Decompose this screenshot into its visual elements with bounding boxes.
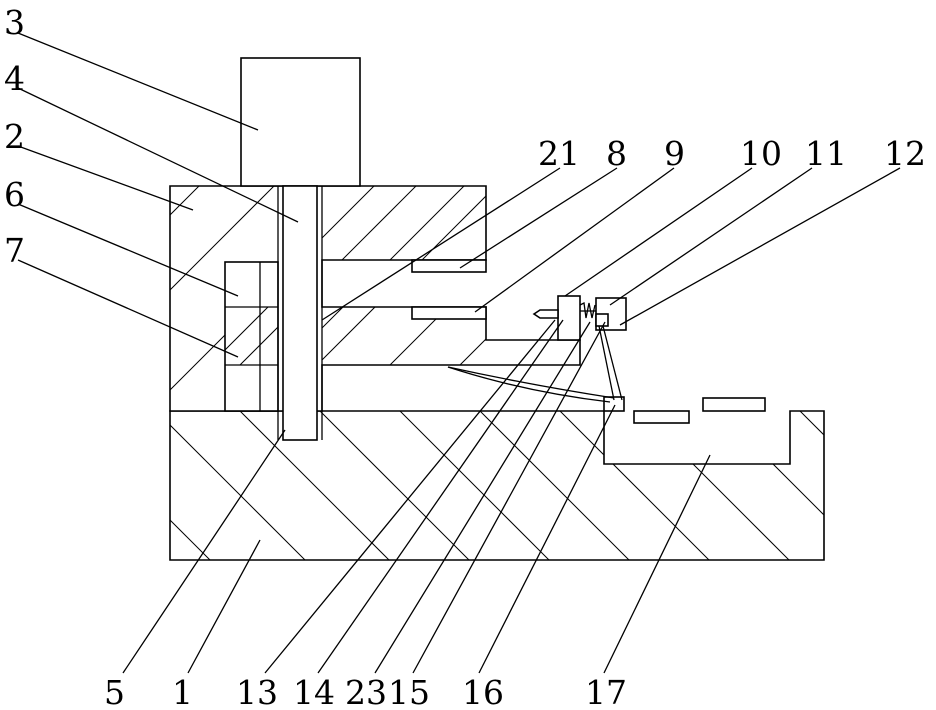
label-6: 6 <box>4 175 25 214</box>
label-13: 13 <box>236 673 278 710</box>
slider-6-7 <box>225 262 278 411</box>
label-10: 10 <box>740 134 782 173</box>
label-23: 23 <box>345 673 387 710</box>
label-4: 4 <box>4 59 25 98</box>
recess-17 <box>604 397 765 423</box>
label-21: 21 <box>538 134 580 173</box>
label-8: 8 <box>606 134 627 173</box>
label-11: 11 <box>805 134 847 173</box>
label-15: 15 <box>388 673 430 710</box>
label-12: 12 <box>884 134 926 173</box>
label-1: 1 <box>172 673 193 710</box>
label-5: 5 <box>104 673 125 710</box>
label-17: 17 <box>585 673 627 710</box>
label-3: 3 <box>4 3 25 42</box>
label-2: 2 <box>4 117 25 156</box>
shaft-4 <box>278 186 322 440</box>
label-16: 16 <box>462 673 504 710</box>
label-7: 7 <box>4 231 25 270</box>
label-14: 14 <box>293 673 335 710</box>
motor-3 <box>241 58 360 186</box>
label-9: 9 <box>664 134 685 173</box>
